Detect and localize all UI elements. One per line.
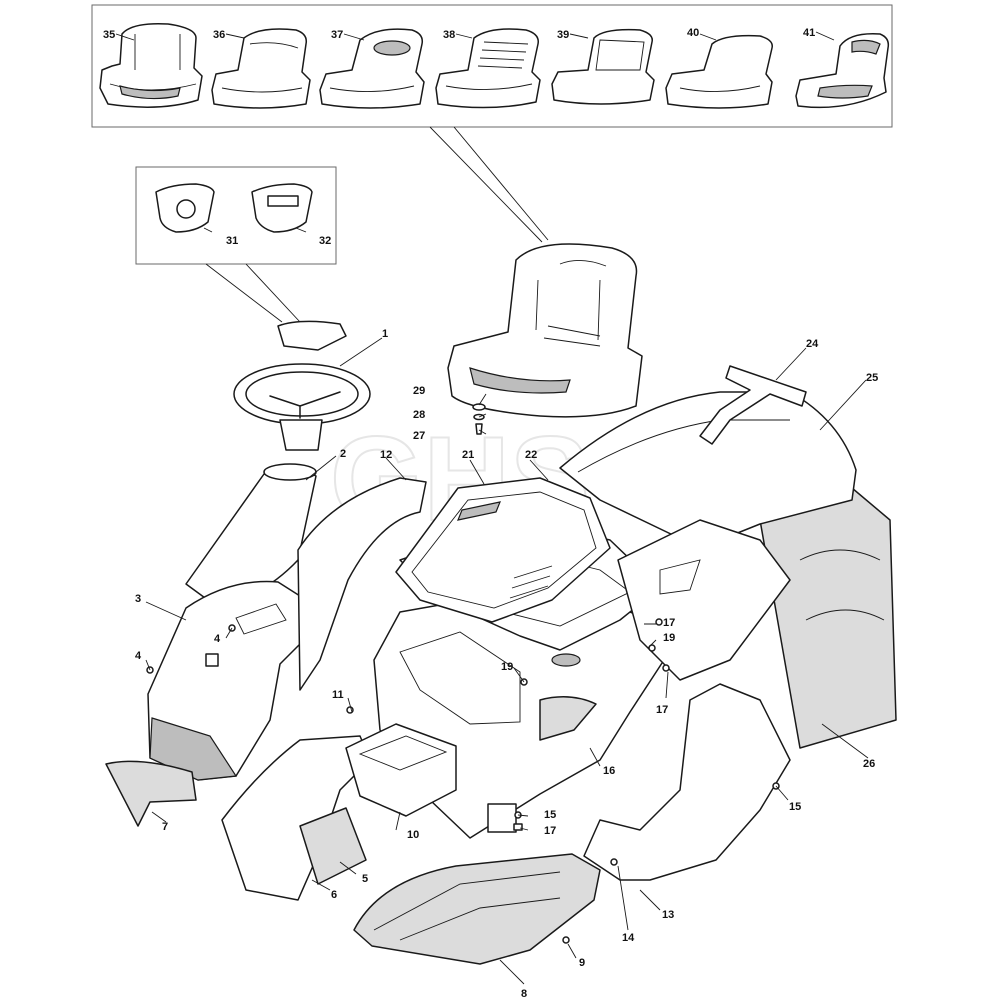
callout-38: 38 (443, 29, 455, 41)
callout-32: 32 (319, 235, 331, 247)
callout-2: 2 (340, 448, 346, 460)
callout-41: 41 (803, 27, 815, 39)
callout-16: 16 (603, 765, 615, 777)
seat-39[interactable] (551, 28, 655, 105)
seat-panel-connector (429, 126, 549, 243)
callout-5: 5 (362, 873, 368, 885)
callout-19a: 19 (663, 632, 675, 644)
callout-3: 3 (135, 593, 141, 605)
callout-6: 6 (331, 889, 337, 901)
callout-24: 24 (806, 338, 819, 350)
callout-21: 21 (462, 449, 474, 461)
steering-column-2[interactable] (185, 463, 317, 607)
callout-29: 29 (413, 385, 425, 397)
callout-1: 1 (382, 328, 388, 340)
callout-31: 31 (226, 235, 238, 247)
seat-40[interactable] (665, 34, 773, 109)
callout-35: 35 (103, 29, 115, 41)
callout-28: 28 (413, 409, 425, 421)
callout-4b: 4 (135, 650, 142, 662)
floor-mat-8[interactable] (353, 853, 601, 965)
steering-cap[interactable] (277, 320, 347, 351)
steering-cap-inset (135, 166, 337, 265)
seat-36[interactable] (211, 28, 311, 109)
seat-41[interactable] (795, 33, 890, 109)
cap-panel-connector (205, 263, 301, 323)
seat-37[interactable] (319, 28, 425, 109)
left-step-6[interactable] (299, 807, 367, 885)
callout-37: 37 (331, 29, 343, 41)
callout-11: 11 (332, 689, 344, 701)
seat-35[interactable] (99, 22, 203, 108)
cap-32[interactable] (251, 183, 313, 233)
callout-7: 7 (162, 821, 168, 833)
callout-39: 39 (557, 29, 569, 41)
callout-22: 22 (525, 449, 537, 461)
callout-15a: 15 (789, 801, 801, 813)
callout-26: 26 (863, 758, 875, 770)
seat-main[interactable] (447, 243, 643, 418)
callout-40: 40 (687, 27, 699, 39)
rear-grass-box-26[interactable] (759, 487, 897, 749)
callout-15b: 15 (544, 809, 556, 821)
right-side-panel[interactable] (617, 519, 791, 681)
callout-17c: 17 (544, 825, 556, 837)
callout-9: 9 (579, 957, 585, 969)
handle-24[interactable] (699, 365, 807, 445)
callout-12: 12 (380, 449, 392, 461)
callout-14: 14 (622, 932, 635, 944)
callout-8: 8 (521, 988, 527, 1000)
callout-10: 10 (407, 829, 419, 841)
right-fender-13[interactable] (583, 683, 791, 881)
front-apron-7[interactable] (105, 760, 197, 827)
callout-4a: 4 (214, 633, 221, 645)
callout-17b: 17 (656, 704, 668, 716)
fasteners[interactable] (146, 618, 780, 944)
toolbox-10[interactable] (345, 723, 457, 817)
callout-17a: 17 (663, 617, 675, 629)
cap-31[interactable] (155, 183, 215, 233)
callout-25: 25 (866, 372, 878, 384)
dashboard-3[interactable] (147, 580, 305, 781)
steering-wheel[interactable] (233, 363, 371, 451)
callout-19b: 19 (501, 661, 513, 673)
callout-36: 36 (213, 29, 225, 41)
left-fender-12[interactable] (297, 477, 427, 691)
callout-numbers: 35 36 37 38 39 40 41 31 32 1 2 3 4 4 11 … (103, 27, 878, 1000)
leader-lines (115, 31, 869, 985)
callout-27: 27 (413, 430, 425, 442)
seat-options-panel (91, 4, 893, 128)
seat-38[interactable] (435, 28, 541, 109)
footplate-21[interactable] (395, 477, 611, 623)
callout-13: 13 (662, 909, 674, 921)
